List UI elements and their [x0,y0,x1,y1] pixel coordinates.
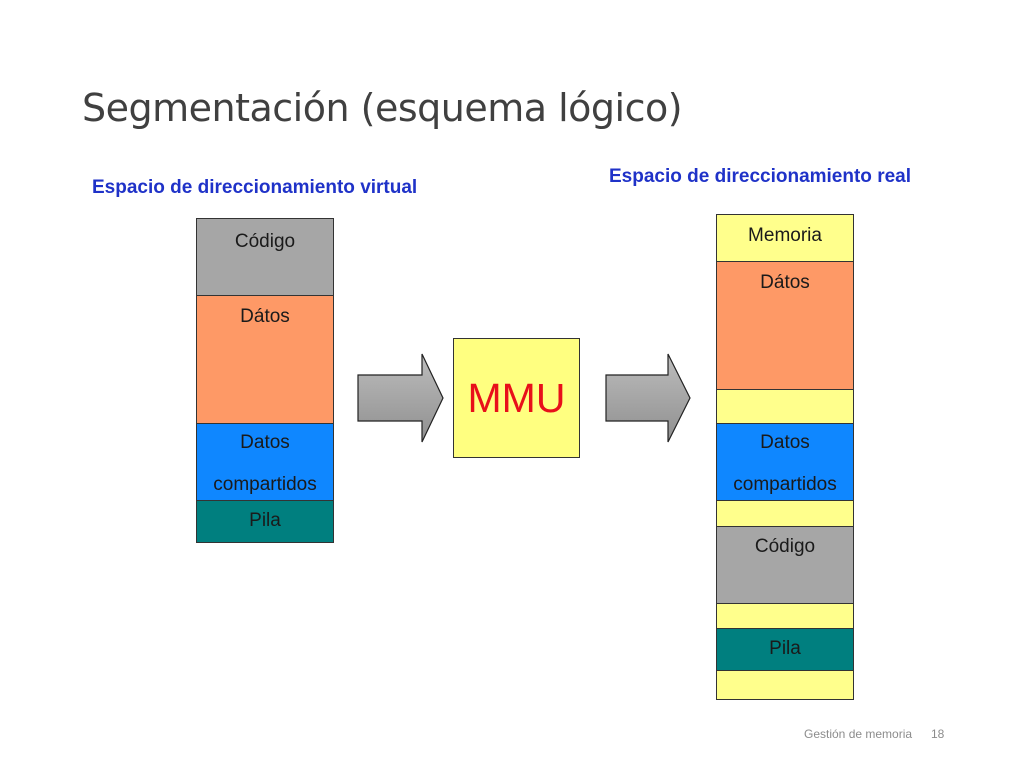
virtual-segment-codigo-label: Código [234,231,296,252]
mmu-label: MMU [467,374,566,421]
real-free-memory [716,603,854,629]
real-memoria-fisica-header: Memoria [716,214,854,262]
virtual-segment-datos-compartidos: Datos compartidos [196,423,334,501]
real-segment-datos-label: Dátos [760,272,810,293]
real-memoria-label: Memoria [748,225,822,246]
real-free-memory [716,389,854,424]
real-segment-codigo-label: Código [754,536,816,557]
page-number: 18 [931,727,945,741]
virtual-segment-datos-label: Dátos [240,306,290,327]
real-free-memory [716,670,854,700]
arrow-from-mmu-icon [605,353,691,443]
virtual-segment-pila-label: Pila [249,510,281,531]
real-space-label: Espacio de direccionamiento real [609,166,911,187]
slide-title: Segmentación (esquema lógico) [82,86,683,130]
arrow-to-mmu-icon [357,353,444,443]
mmu-box: MMU [453,338,580,458]
virtual-segment-codigo: Código [196,218,334,296]
real-segment-compartidos-label-2: compartidos [733,474,837,495]
virtual-space-label: Espacio de direccionamiento virtual [92,177,418,198]
real-segment-compartidos-label-1: Datos [760,432,810,453]
real-segment-pila-label: Pila [769,638,801,659]
virtual-segment-datos: Dátos [196,295,334,424]
real-free-memory [716,500,854,527]
virtual-segment-compartidos-label-1: Datos [240,432,290,453]
real-segment-datos-compartidos: Datos compartidos [716,423,854,501]
real-segment-datos: Dátos [716,261,854,390]
footer-text: Gestión de memoria [804,727,913,741]
virtual-segment-compartidos-label-2: compartidos [213,474,317,495]
real-segment-pila: Pila [716,628,854,671]
virtual-segment-pila: Pila [196,500,334,543]
real-segment-codigo: Código [716,526,854,604]
